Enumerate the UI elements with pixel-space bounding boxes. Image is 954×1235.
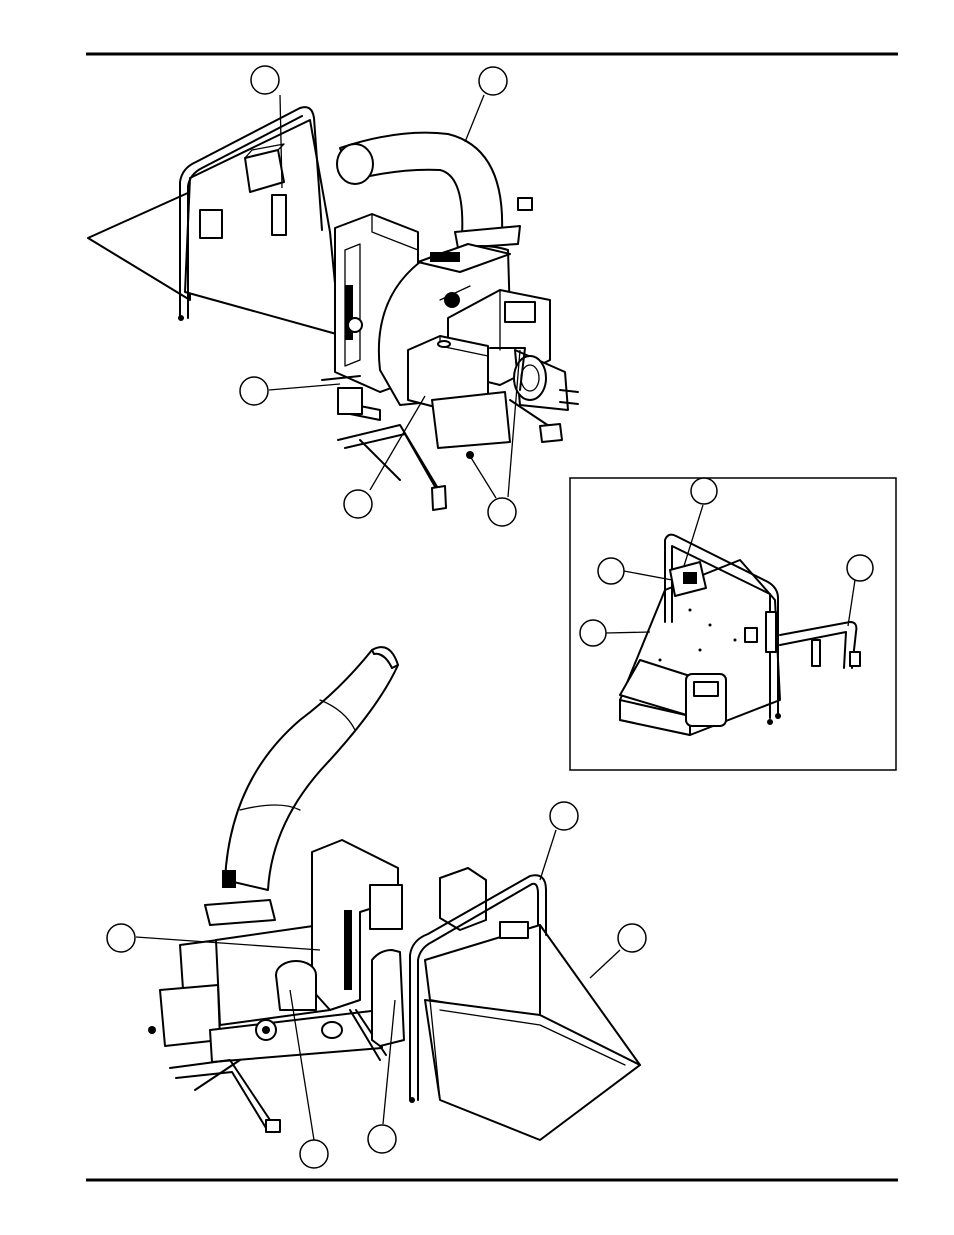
frame-plate — [431, 391, 511, 449]
bottom-engine-tower — [311, 839, 399, 1011]
bottom-feed-tray — [424, 999, 641, 1141]
callout-bubble — [299, 1139, 329, 1169]
callout-bubble — [367, 1124, 397, 1154]
callout-bubble — [579, 619, 607, 647]
callout-bubble — [549, 801, 579, 831]
inset-handle — [664, 533, 779, 719]
callout-bubble — [106, 923, 136, 953]
hopper-handle — [179, 106, 323, 319]
callout-bubble — [343, 489, 373, 519]
callout-bubble — [478, 66, 508, 96]
feed-cone — [87, 191, 191, 301]
callout-bubble — [690, 477, 718, 505]
top-view-chipper-illustration — [87, 106, 579, 511]
callout-bubble — [239, 376, 269, 406]
top-view-callouts — [239, 65, 521, 527]
callout-bubble — [617, 923, 647, 953]
callout-bubble — [487, 497, 517, 527]
bottom-access-door — [371, 949, 405, 1047]
bottom-view-chipper-illustration — [148, 646, 641, 1141]
inset-hopper-illustration — [619, 533, 861, 736]
callout-bubble — [597, 557, 625, 585]
bottom-view-callouts — [106, 801, 647, 1169]
inset-callouts — [579, 477, 874, 647]
hopper-box — [244, 149, 285, 193]
callout-bubble — [250, 65, 280, 95]
bottom-hopper-handle — [409, 874, 547, 1101]
callout-bubble — [846, 554, 874, 582]
hopper-decal — [199, 209, 223, 239]
bottom-leg-right — [349, 1009, 381, 1061]
